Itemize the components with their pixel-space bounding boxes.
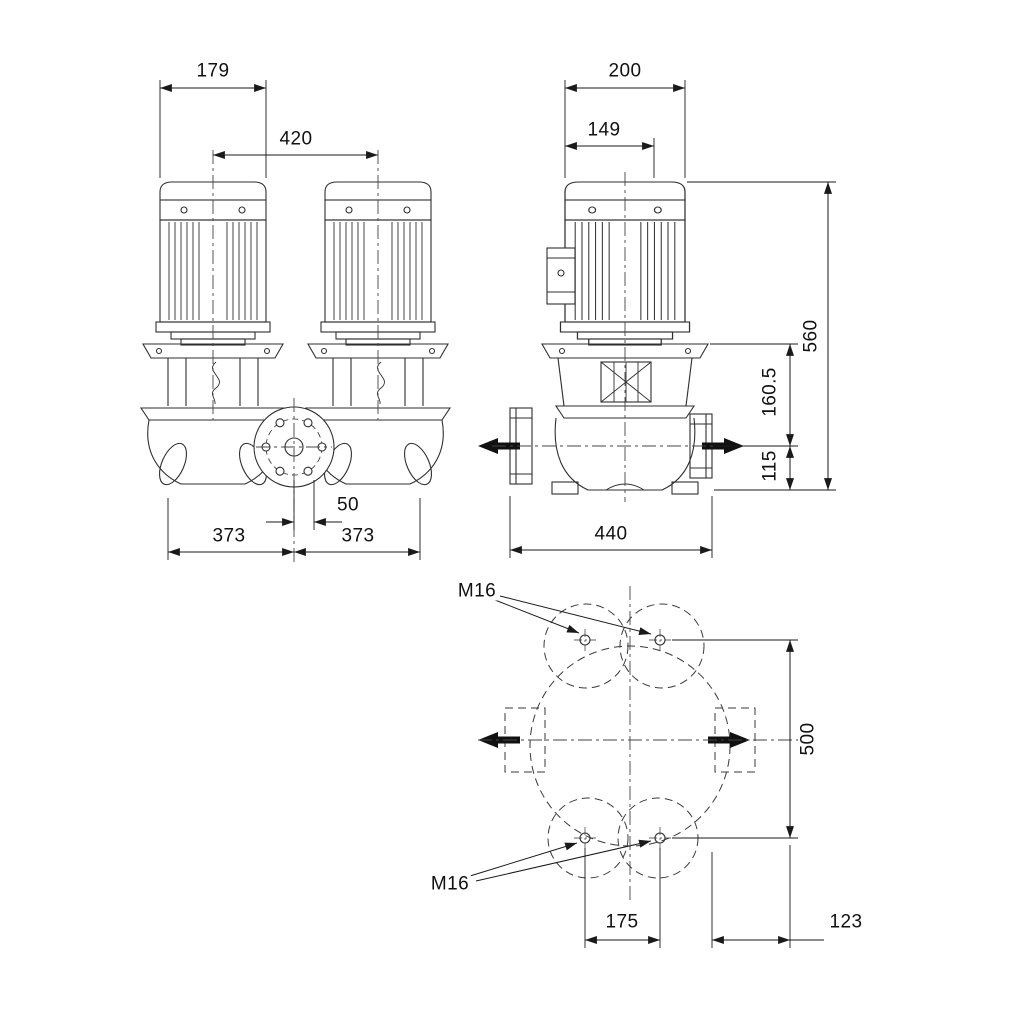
dim-label-motor-width: 179 <box>194 60 232 82</box>
flange-bolt-holes <box>574 629 671 849</box>
dim-label-head-spacing: 420 <box>277 128 315 150</box>
terminal-box <box>546 247 576 305</box>
dim-label-center-offset: 50 <box>335 494 361 516</box>
dim-label-right-half: 373 <box>339 525 377 547</box>
bolt-label-bottom: M16 <box>428 873 472 895</box>
dim-label-base-width: 440 <box>592 523 630 545</box>
dim-label-flange-length: 500 <box>797 720 819 758</box>
dimension-lines <box>159 80 836 948</box>
centerlines <box>212 150 798 900</box>
dim-label-terminal-box: 149 <box>585 119 623 141</box>
dim-label-bolt-spacing: 175 <box>603 911 641 933</box>
dim-label-total-height: 560 <box>800 317 822 355</box>
dim-label-side-offset: 123 <box>827 911 865 933</box>
dim-label-left-half: 373 <box>210 525 248 547</box>
front-view <box>140 181 451 490</box>
dim-label-motor-depth: 200 <box>606 60 644 82</box>
dim-label-port-to-base: 115 <box>759 448 781 484</box>
dim-label-flange-to-port: 160.5 <box>759 365 781 419</box>
bolt-label-top: M16 <box>455 580 499 602</box>
bolt-leader-lines <box>469 595 652 882</box>
side-pump-head <box>509 343 713 495</box>
side-view <box>478 181 744 495</box>
